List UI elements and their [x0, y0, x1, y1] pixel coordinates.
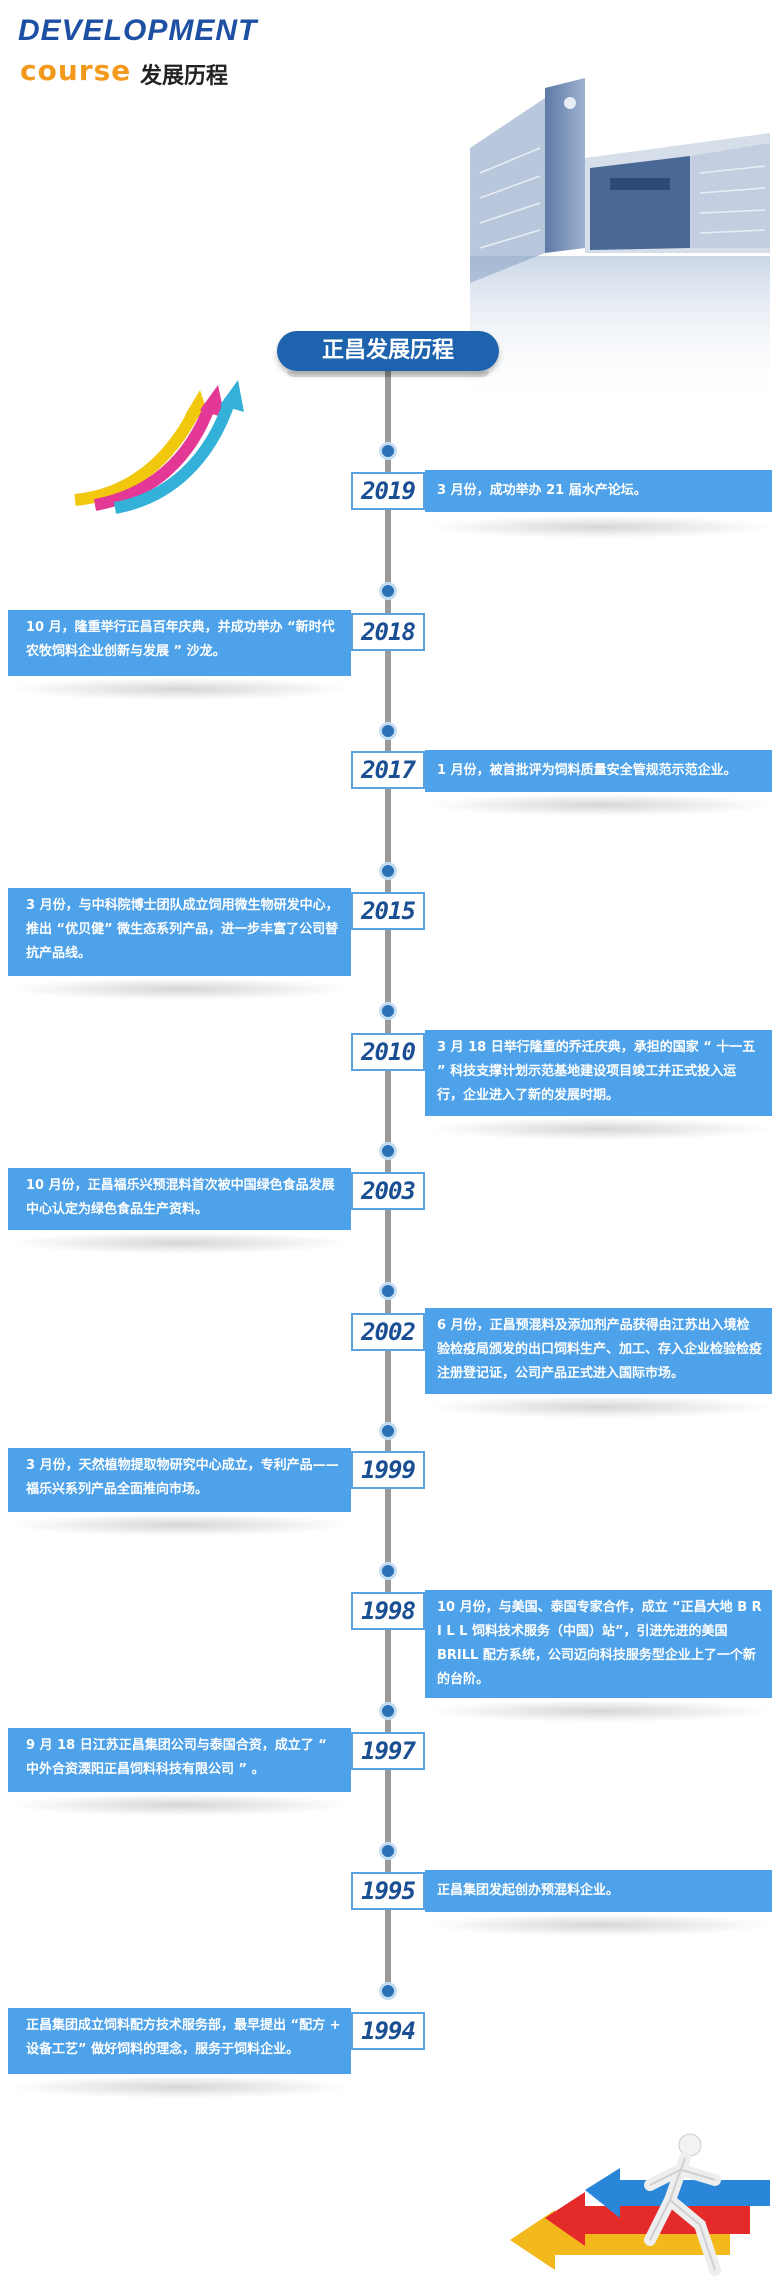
timeline-dot — [379, 1842, 397, 1860]
card-shadow — [10, 1514, 350, 1536]
timeline-dot — [379, 1422, 397, 1440]
timeline-dot — [379, 1702, 397, 1720]
timeline-dot — [379, 862, 397, 880]
header-title-en: DEVELOPMENT — [18, 14, 258, 47]
timeline-dot — [379, 1562, 397, 1580]
timeline-dot — [379, 1982, 397, 2000]
card-shadow — [10, 1232, 350, 1254]
running-man-arrows-illustration — [510, 2133, 770, 2276]
year-label: 2015 — [351, 892, 425, 930]
year-label: 1995 — [351, 1872, 425, 1910]
card-shadow — [430, 1700, 770, 1722]
event-card: 10 月，隆重举行正昌百年庆典，并成功举办 “新时代农牧饲料企业创新与发展 ” … — [8, 610, 351, 676]
header-subtitle-en: course — [20, 54, 132, 87]
card-shadow — [430, 1396, 770, 1418]
event-card: 10 月份，与美国、泰国专家合作，成立 “正昌大地 B R I L L 饲料技术… — [425, 1590, 772, 1698]
year-label: 2017 — [351, 751, 425, 789]
timeline-dot — [379, 1282, 397, 1300]
event-card: 9 月 18 日江苏正昌集团公司与泰国合资，成立了 “ 中外合资溧阳正昌饲料科技… — [8, 1728, 351, 1792]
event-card: 正昌集团发起创办预混料企业。 — [425, 1870, 772, 1912]
year-label: 2003 — [351, 1172, 425, 1210]
event-card: 3 月 18 日举行隆重的乔迁庆典，承担的国家 “ 十一五 ” 科技支撑计划示范… — [425, 1030, 772, 1116]
year-label: 2018 — [351, 613, 425, 651]
year-label: 1997 — [351, 1732, 425, 1770]
year-label: 1998 — [351, 1592, 425, 1630]
timeline-dot — [379, 582, 397, 600]
card-shadow — [430, 1914, 770, 1936]
event-card: 3 月份，与中科院博士团队成立饲用微生物研发中心，推出 “优贝健” 微生态系列产… — [8, 888, 351, 976]
building-illustration — [470, 78, 770, 406]
timeline-dot — [379, 442, 397, 460]
year-label: 1994 — [351, 2012, 425, 2050]
event-card: 1 月份，被首批评为饲料质量安全管规范示范企业。 — [425, 750, 772, 792]
year-label: 1999 — [351, 1451, 425, 1489]
timeline-title: 正昌发展历程 — [277, 331, 499, 377]
card-shadow — [10, 678, 350, 700]
year-label: 2019 — [351, 472, 425, 510]
card-shadow — [10, 2076, 350, 2098]
event-card: 3 月份，成功举办 21 届水产论坛。 — [425, 470, 772, 512]
card-shadow — [430, 1118, 770, 1140]
rising-arrows-illustration — [74, 380, 244, 514]
year-label: 2002 — [351, 1313, 425, 1351]
header-title-cn: 发展历程 — [140, 64, 229, 89]
event-card: 6 月份，正昌预混料及添加剂产品获得由江苏出入境检验检疫局颁发的出口饲料生产、加… — [425, 1308, 772, 1394]
event-card: 正昌集团成立饲料配方技术服务部，最早提出 “配方 + 设备工艺” 做好饲料的理念… — [8, 2008, 351, 2074]
year-label: 2010 — [351, 1033, 425, 1071]
timeline-dot — [379, 1002, 397, 1020]
timeline-dot — [379, 1142, 397, 1160]
card-shadow — [10, 978, 350, 1000]
event-card: 10 月份，正昌福乐兴预混料首次被中国绿色食品发展中心认定为绿色食品生产资料。 — [8, 1168, 351, 1230]
card-shadow — [10, 1794, 350, 1816]
event-card: 3 月份，天然植物提取物研究中心成立，专利产品——福乐兴系列产品全面推向市场。 — [8, 1448, 351, 1512]
card-shadow — [430, 516, 770, 538]
timeline-dot — [379, 722, 397, 740]
card-shadow — [430, 794, 770, 816]
